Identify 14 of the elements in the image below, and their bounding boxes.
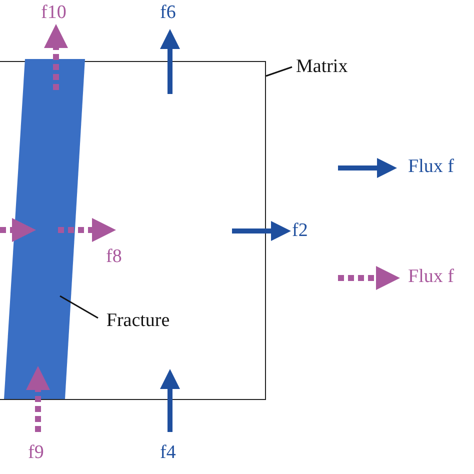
leader-line <box>60 295 98 319</box>
part-label: Matrix <box>296 56 348 78</box>
flux-label: f4 <box>160 442 176 464</box>
flux-label: f10 <box>41 2 66 24</box>
leader-line <box>266 66 292 77</box>
part-label: Fracture <box>106 310 170 332</box>
flux-label: f9 <box>28 442 44 464</box>
legend-text: Flux f <box>408 266 454 288</box>
flux-label: f8 <box>106 246 122 268</box>
flux-label: f6 <box>160 2 176 24</box>
fracture-band <box>4 59 86 400</box>
legend-text: Flux f <box>408 156 454 178</box>
flux-label: f2 <box>292 220 308 242</box>
matrix-outline <box>0 61 266 400</box>
